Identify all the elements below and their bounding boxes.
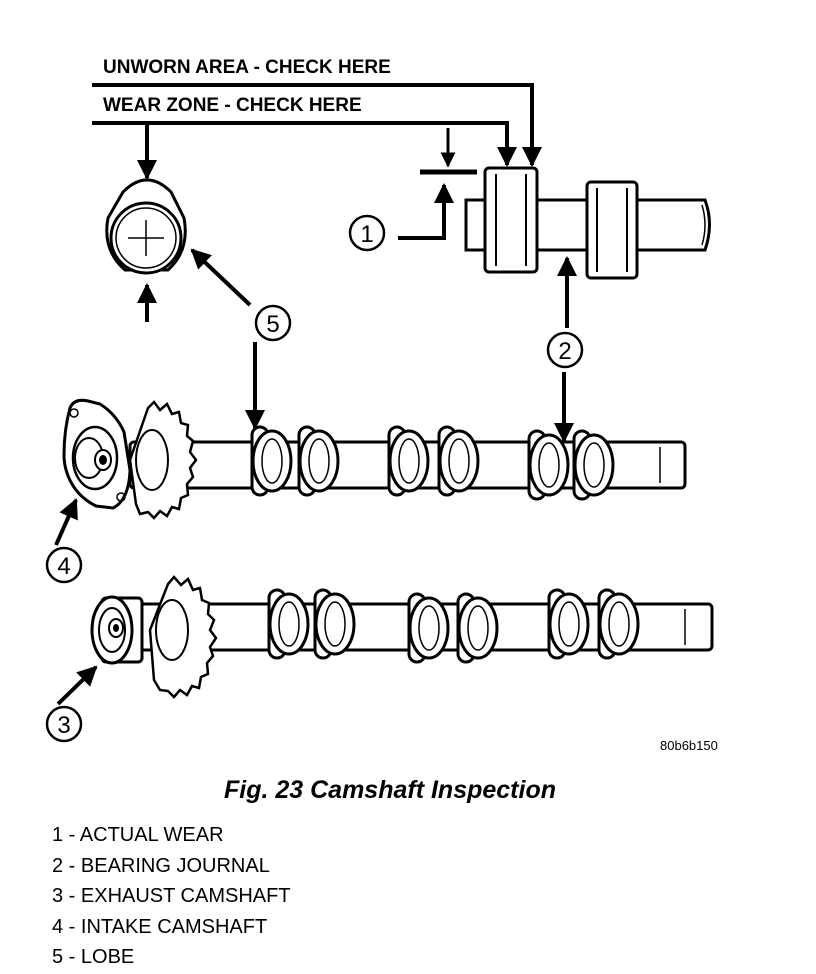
callout-leaders (92, 83, 542, 180)
intake-camshaft (62, 398, 687, 520)
unworn-area-label: UNWORN AREA - CHECK HERE (103, 57, 391, 78)
legend-item: 5 - LOBE (52, 946, 135, 968)
pointer-arrows (54, 248, 574, 706)
legend-item: 4 - INTAKE CAMSHAFT (52, 915, 268, 938)
marker-1: 1 (348, 214, 386, 252)
svg-text:3: 3 (57, 712, 70, 739)
marker-3: 3 (45, 705, 83, 743)
marker-4: 4 (45, 546, 83, 584)
bearing-journal-detail (398, 128, 711, 328)
svg-text:5: 5 (266, 311, 279, 338)
exhaust-camshaft (90, 575, 714, 699)
svg-text:4: 4 (57, 553, 70, 580)
legend-list: 1 - ACTUAL WEAR 2 - BEARING JOURNAL 3 - … (52, 820, 291, 973)
figure-caption: Fig. 23 Camshaft Inspection (223, 776, 556, 804)
marker-5: 5 (254, 304, 292, 342)
marker-2: 2 (546, 331, 584, 369)
lobe-end-view (105, 178, 187, 322)
wear-zone-label: WEAR ZONE - CHECK HERE (103, 95, 362, 116)
legend-item: 3 - EXHAUST CAMSHAFT (52, 885, 291, 907)
svg-text:1: 1 (360, 221, 373, 248)
figure-id: 80b6b150 (660, 738, 718, 753)
legend-item: 1 - ACTUAL WEAR (52, 824, 224, 846)
svg-text:2: 2 (558, 338, 571, 365)
legend-item: 2 - BEARING JOURNAL (52, 854, 270, 877)
